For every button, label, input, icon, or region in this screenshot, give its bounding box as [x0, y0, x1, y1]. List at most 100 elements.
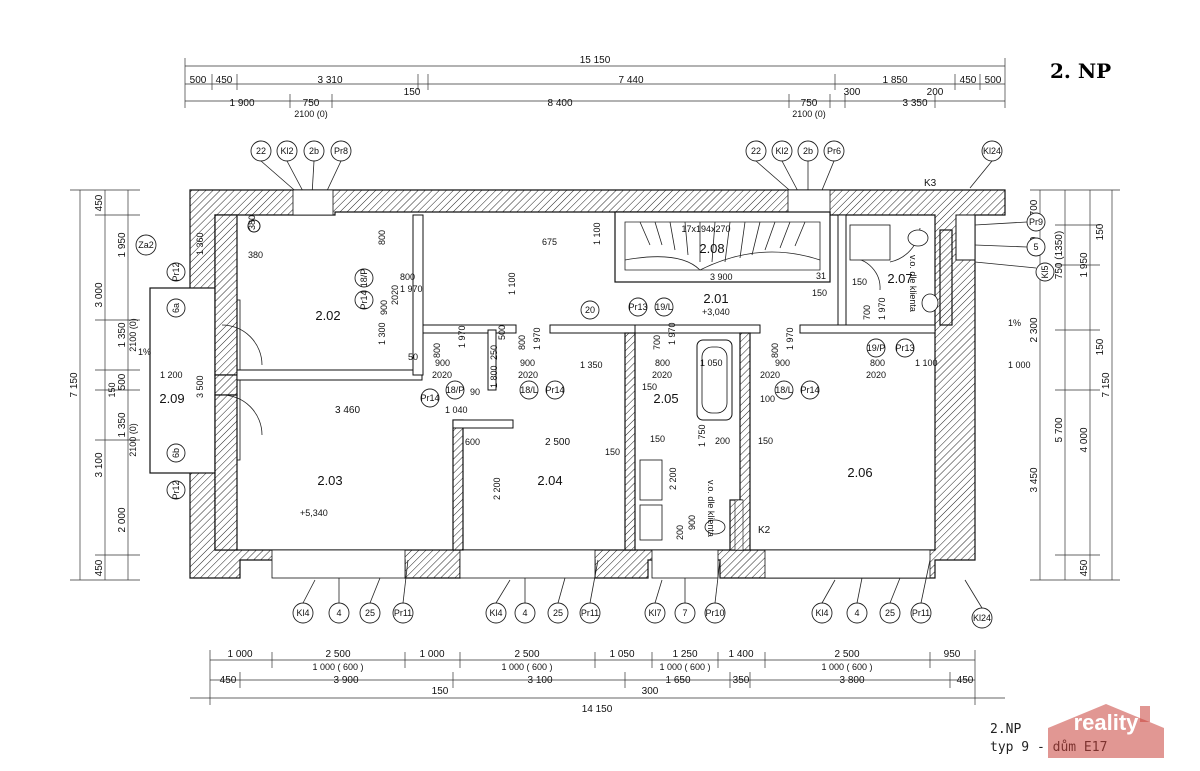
svg-text:5 700: 5 700	[1054, 417, 1065, 442]
svg-text:700: 700	[652, 335, 662, 350]
tag-circle: 5	[1026, 237, 1046, 257]
svg-text:800: 800	[432, 343, 442, 358]
svg-text:2b: 2b	[803, 146, 813, 156]
svg-text:1%: 1%	[138, 347, 151, 357]
room-2.04: 2.04	[537, 473, 562, 488]
svg-text:600: 600	[465, 437, 480, 447]
room-2.06: 2.06	[847, 465, 872, 480]
svg-text:900: 900	[687, 515, 697, 530]
svg-text:4 000: 4 000	[1079, 427, 1090, 452]
dim-top-1: 500	[190, 75, 207, 86]
svg-text:800: 800	[770, 343, 780, 358]
svg-text:1 000 ( 600 ): 1 000 ( 600 )	[501, 662, 552, 672]
dim-top-r2-7: 3 350	[902, 98, 927, 109]
svg-text:Kl2: Kl2	[280, 146, 293, 156]
reality-logo: reality	[1040, 700, 1172, 760]
svg-text:1 350: 1 350	[580, 360, 603, 370]
tag-circle: Kl2	[276, 140, 298, 162]
bottom-dimensions: 1 000 2 500 1 000 2 500 1 050 1 250 1 40…	[190, 649, 1005, 715]
room-labels: 2.02 2.03 2.04 2.05 2.06 2.07 2.08 2.09 …	[159, 241, 912, 518]
svg-text:1 400: 1 400	[728, 649, 753, 660]
tag-circle: Pr14	[545, 380, 565, 400]
svg-text:Kl7: Kl7	[648, 608, 661, 618]
staircase: 17x194x270	[624, 221, 821, 271]
svg-text:2 500: 2 500	[514, 649, 539, 660]
svg-text:14 150: 14 150	[582, 704, 613, 715]
svg-text:150: 150	[812, 288, 827, 298]
svg-text:Pr14: Pr14	[420, 393, 439, 403]
tag-circle: 18/P	[445, 380, 465, 400]
room-2.08: 2.08	[699, 241, 724, 256]
svg-text:100: 100	[760, 394, 775, 404]
svg-text:1 000 ( 600 ): 1 000 ( 600 )	[312, 662, 363, 672]
dim-left-total: 7 150	[69, 372, 80, 397]
svg-text:380: 380	[247, 215, 257, 230]
svg-text:Pr13: Pr13	[895, 343, 914, 353]
svg-text:Pr12: Pr12	[171, 480, 181, 499]
svg-text:3 100: 3 100	[527, 675, 552, 686]
misc-labels: Pr12 Pr12 6a 6b Za2 Pr14 18/P Pr14 18/P …	[135, 178, 937, 537]
svg-text:1 100: 1 100	[507, 272, 517, 295]
svg-text:4: 4	[522, 608, 527, 618]
tag-circle: Kl24	[969, 140, 1003, 189]
svg-text:reality: reality	[1074, 710, 1140, 735]
toilet-icon	[921, 293, 939, 313]
svg-text:700: 700	[1029, 199, 1040, 216]
svg-text:800: 800	[377, 230, 387, 245]
svg-text:18/L: 18/L	[775, 385, 793, 395]
svg-text:4: 4	[336, 608, 341, 618]
k2-label: K2	[758, 525, 771, 536]
svg-text:2 500: 2 500	[545, 437, 570, 448]
tag-circle: 18/L	[519, 380, 539, 400]
svg-text:Pr8: Pr8	[334, 146, 348, 156]
tag-circle: Pr14	[800, 380, 820, 400]
stair-spec: 17x194x270	[681, 224, 730, 234]
toilet-icon	[704, 519, 726, 535]
svg-text:18/P: 18/P	[359, 269, 369, 288]
svg-text:1 970: 1 970	[785, 327, 795, 350]
tag-circle: 2b	[303, 140, 325, 162]
svg-text:150: 150	[107, 382, 117, 397]
svg-text:Pr6: Pr6	[827, 146, 841, 156]
svg-text:2 300: 2 300	[1029, 317, 1040, 342]
svg-text:3 900: 3 900	[710, 272, 733, 282]
svg-text:6a: 6a	[171, 303, 181, 313]
svg-text:1 970: 1 970	[877, 297, 887, 320]
svg-text:150: 150	[758, 436, 773, 446]
svg-text:950: 950	[944, 649, 961, 660]
tag-circle: Za2	[135, 234, 157, 256]
svg-text:450: 450	[1079, 559, 1090, 576]
tag-circle: Pr6	[823, 140, 845, 162]
dim-top-8: 500	[985, 75, 1002, 86]
svg-text:Kl4: Kl4	[815, 608, 828, 618]
svg-text:1 000: 1 000	[227, 649, 252, 660]
svg-text:800: 800	[655, 358, 670, 368]
svg-text:Pr12: Pr12	[171, 262, 181, 281]
svg-text:Kl5: Kl5	[1040, 265, 1050, 278]
page-title: 2. NP	[1050, 59, 1111, 83]
tag-circle: Kl4	[292, 602, 314, 624]
svg-text:1 000 ( 600 ): 1 000 ( 600 )	[821, 662, 872, 672]
svg-text:1 970: 1 970	[532, 327, 542, 350]
footer-line1: 2.NP	[990, 722, 1021, 737]
svg-text:Pr11: Pr11	[394, 608, 412, 618]
sink-icon	[907, 229, 929, 247]
svg-text:Kl4: Kl4	[296, 608, 309, 618]
svg-text:150: 150	[1095, 338, 1106, 355]
svg-text:4: 4	[854, 608, 859, 618]
svg-text:1 350: 1 350	[117, 322, 128, 347]
svg-text:18/L: 18/L	[520, 385, 538, 395]
svg-text:1 970: 1 970	[457, 325, 467, 348]
svg-text:19/L: 19/L	[655, 302, 673, 312]
svg-text:22: 22	[751, 146, 761, 156]
svg-text:90: 90	[470, 387, 480, 397]
tag-circle: 22	[745, 140, 767, 162]
svg-text:3 460: 3 460	[335, 405, 360, 416]
tag-circle: Pr11	[392, 602, 414, 624]
svg-text:2020: 2020	[866, 370, 886, 380]
bottom-tags: Kl4 4 25 Pr11 Kl4 4 25 Pr11 Kl7 7 Pr10 K…	[292, 559, 993, 629]
dim-top-r2-5: 300	[844, 87, 861, 98]
tag-circle: 18/P	[354, 268, 374, 288]
svg-text:300: 300	[642, 686, 659, 697]
tag-circle: Kl2	[771, 140, 793, 162]
